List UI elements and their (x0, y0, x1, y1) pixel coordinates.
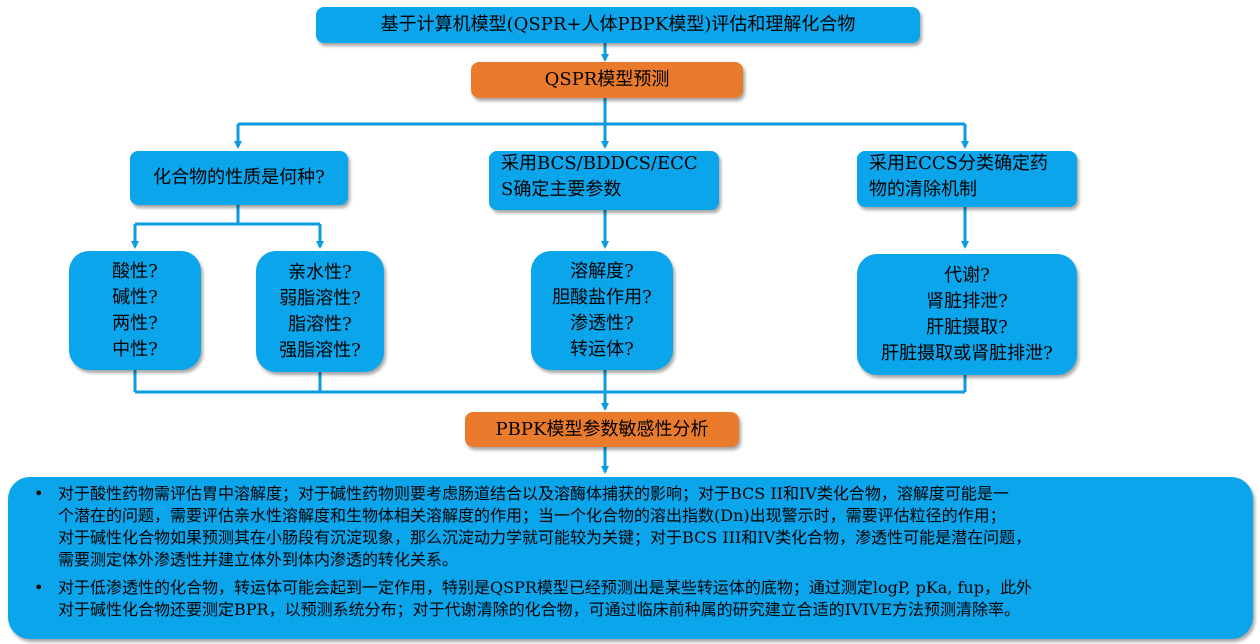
pbpk-box: PBPK模型参数敏感性分析 (465, 412, 739, 447)
acid-item: 酸性? (112, 260, 158, 282)
solubility-item: 溶解度? (570, 260, 634, 282)
amphoteric-item: 两性? (112, 312, 158, 334)
qspr-box: QSPR模型预测 (471, 62, 743, 98)
hepatic-or-renal-item: 肝脏摄取或肾脏排泄? (881, 342, 1053, 364)
conclusion-1-line-2: 个潜在的问题，需要评估亲水性溶解度和生物体相关溶解度的作用；当一个化合物的溶出指… (58, 506, 1006, 525)
conclusion-1-line-4: 需要测定体外渗透性并建立体外到体内渗透的转化关系。 (58, 550, 459, 569)
qspr-box-text: QSPR模型预测 (544, 69, 670, 90)
acid-base-box: 酸性? 碱性? 两性? 中性? (69, 251, 201, 370)
bcs-question-line-2: S确定主要参数 (501, 179, 622, 200)
title-box-text: 基于计算机模型(QSPR+人体PBPK模型)评估和理解化合物 (380, 14, 856, 35)
bcs-question-box: 采用BCS/BDDCS/ECC S确定主要参数 (489, 151, 719, 210)
lipophilicity-box: 亲水性? 弱脂溶性? 脂溶性? 强脂溶性? (256, 251, 384, 372)
neutral-item: 中性? (112, 338, 158, 360)
hydrophilic-item: 亲水性? (288, 261, 352, 283)
lipophilic-item: 脂溶性? (288, 313, 352, 335)
property-question-text: 化合物的性质是何种? (153, 167, 325, 188)
permeability-item: 渗透性? (570, 312, 634, 334)
property-question-box: 化合物的性质是何种? (130, 151, 348, 205)
strong-lipophilic-item: 强脂溶性? (279, 339, 361, 361)
title-box: 基于计算机模型(QSPR+人体PBPK模型)评估和理解化合物 (316, 7, 920, 43)
renal-excretion-item: 肾脏排泄? (926, 290, 1008, 312)
weak-lipophilic-item: 弱脂溶性? (279, 287, 361, 309)
bullet-dot-2: • (34, 578, 44, 597)
conclusion-2-line-1: 对于低渗透性的化合物，转运体可能会起到一定作用，特别是QSPR模型已经预测出是某… (58, 578, 1032, 597)
conclusion-1-line-3: 对于碱性化合物如果预测其在小肠段有沉淀现象，那么沉淀动力学就可能较为关键；对于B… (58, 528, 1032, 547)
bile-salt-item: 胆酸盐作用? (552, 286, 652, 308)
pbpk-box-text: PBPK模型参数敏感性分析 (495, 418, 709, 440)
conclusion-1-line-1: 对于酸性药物需评估胃中溶解度；对于碱性药物则要考虑肠道结合以及溶酶体捕获的影响；… (58, 484, 1009, 503)
metabolism-item: 代谢? (944, 264, 990, 286)
conclusion-2-line-2: 对于碱性化合物还要测定BPR，以预测系统分布；对于代谢清除的化合物，可通过临床前… (58, 600, 1021, 619)
eccs-question-line-1: 采用ECCS分类确定药 (869, 153, 1049, 174)
conclusion-bullet-2: • 对于低渗透性的化合物，转运体可能会起到一定作用，特别是QSPR模型已经预测出… (30, 577, 1235, 621)
conclusion-bullet-1: • 对于酸性药物需评估胃中溶解度；对于碱性药物则要考虑肠道结合以及溶酶体捕获的影… (30, 483, 1235, 571)
eccs-question-box: 采用ECCS分类确定药 物的清除机制 (857, 151, 1077, 207)
clearance-box: 代谢? 肾脏排泄? 肝脏摄取? 肝脏摄取或肾脏排泄? (857, 254, 1077, 375)
hepatic-uptake-item: 肝脏摄取? (926, 316, 1008, 338)
conclusions-box: • 对于酸性药物需评估胃中溶解度；对于碱性药物则要考虑肠道结合以及溶酶体捕获的影… (8, 477, 1253, 639)
base-item: 碱性? (112, 286, 158, 308)
eccs-question-line-2: 物的清除机制 (869, 179, 977, 200)
transporter-item: 转运体? (570, 338, 634, 360)
bullet-dot-1: • (34, 484, 44, 503)
bcs-question-line-1: 采用BCS/BDDCS/ECC (501, 153, 698, 174)
parameters-box: 溶解度? 胆酸盐作用? 渗透性? 转运体? (531, 251, 673, 370)
